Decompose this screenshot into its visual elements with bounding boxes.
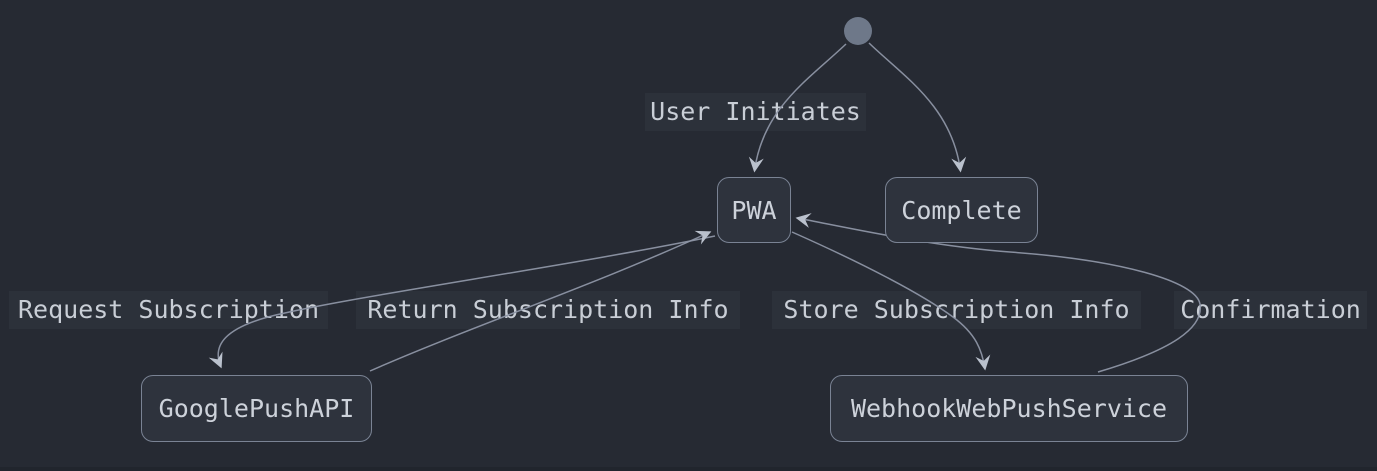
bottom-edge [0, 467, 1377, 471]
edge-label-user-initiates: User Initiates [645, 93, 866, 131]
state-node-webhookwebpushservice: WebhookWebPushService [830, 375, 1188, 442]
edge-label-request-subscription: Request Subscription [9, 291, 328, 329]
edge-label-store-subscription-info: Store Subscription Info [772, 291, 1141, 329]
state-node-pwa: PWA [717, 177, 791, 243]
edge-label-confirmation: Confirmation [1174, 291, 1367, 329]
state-node-complete: Complete [885, 177, 1038, 243]
edge-initial-to-complete [868, 42, 967, 173]
state-node-googlepushapi: GooglePushAPI [141, 375, 372, 442]
edge-label-return-subscription-info: Return Subscription Info [356, 291, 740, 329]
initial-state-dot [844, 17, 872, 45]
